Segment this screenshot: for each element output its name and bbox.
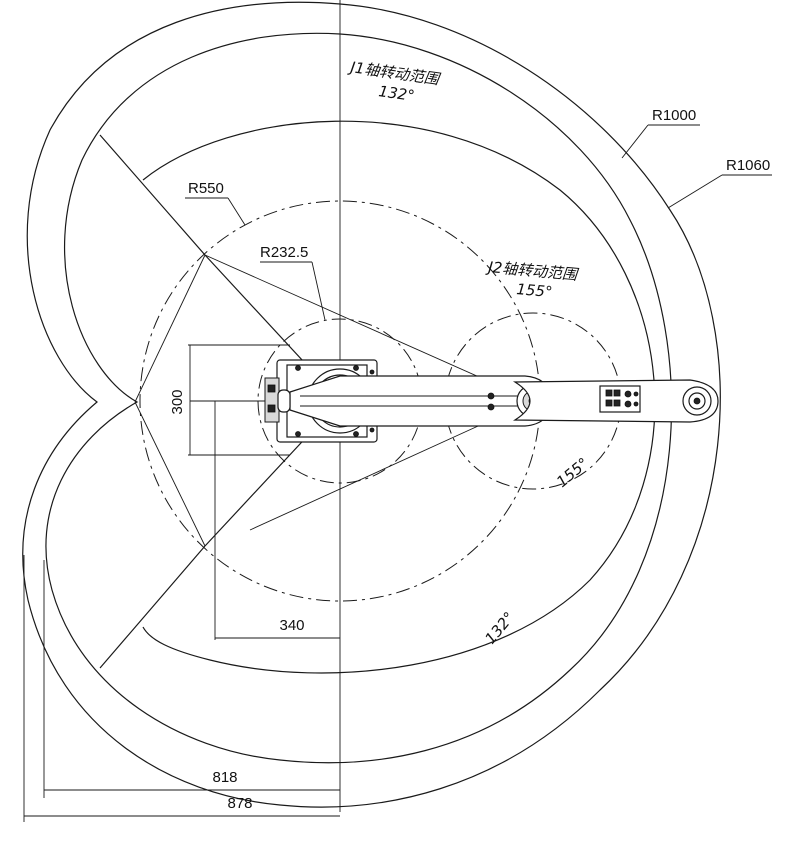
leader-r232 — [311, 261, 326, 321]
envelope-r1060 — [22, 1, 721, 808]
label-j1-angle-top: 132° — [377, 82, 415, 105]
j1-limit-line-upper — [99, 134, 206, 256]
label-r550: R550 — [188, 180, 224, 197]
label-r1000: R1000 — [652, 107, 696, 124]
second-arm — [512, 379, 719, 423]
label-j2-angle-right: 155° — [553, 454, 592, 491]
label-j2-angle-top: 155° — [516, 280, 554, 301]
label-dim-340: 340 — [279, 617, 304, 634]
dimension-818: 818 — [43, 560, 340, 798]
dimension-878: 878 — [23, 555, 340, 822]
label-j1-angle-bottom: 132° — [481, 608, 518, 647]
dimension-300: 300 — [169, 344, 290, 456]
leader-r1000 — [621, 124, 649, 159]
leader-r1060 — [667, 174, 723, 209]
label-dim-300: 300 — [169, 389, 186, 414]
label-dim-878: 878 — [227, 795, 252, 812]
leader-r550 — [227, 197, 246, 226]
j1-upper-diagonal — [134, 254, 206, 403]
j1-limit-line-lower — [99, 545, 206, 669]
label-r232: R232.5 — [260, 244, 308, 261]
inner-reach-boundary — [142, 120, 656, 674]
end-effector — [682, 386, 712, 416]
first-arm — [277, 375, 553, 427]
label-r1060: R1060 — [726, 157, 770, 174]
label-dim-818: 818 — [212, 769, 237, 786]
dimension-340: 340 — [214, 401, 340, 640]
j1-lower-diagonal — [134, 401, 206, 547]
